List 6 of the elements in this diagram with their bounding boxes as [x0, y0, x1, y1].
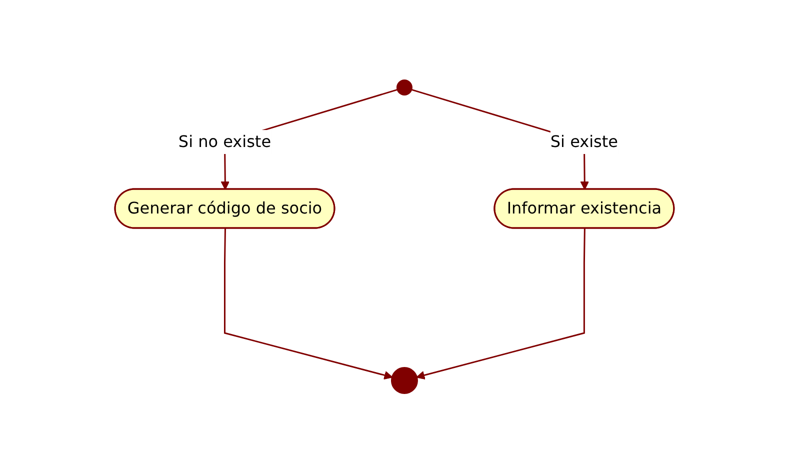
arrow — [416, 228, 586, 380]
node-circle — [391, 366, 418, 394]
arrow — [224, 228, 393, 380]
edge-label: Si no existe — [178, 131, 272, 150]
node-circle — [396, 79, 412, 95]
edge-label: Si existe — [550, 131, 618, 150]
